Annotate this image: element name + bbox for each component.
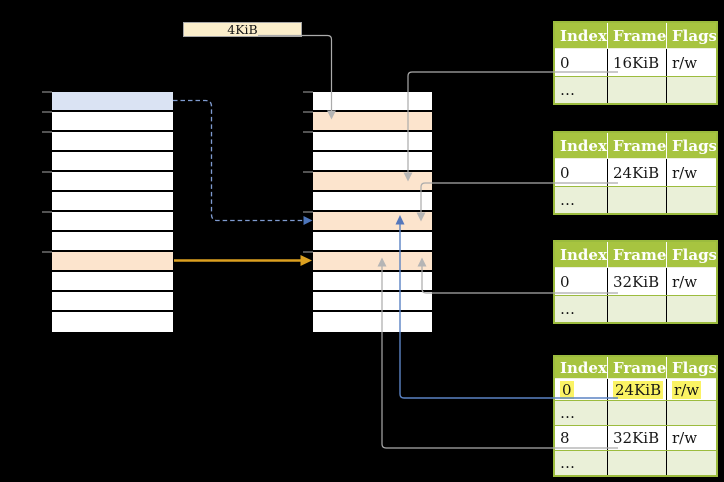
cell-frame: [607, 451, 666, 475]
frame-cell: [313, 112, 432, 132]
page-table-24kib: Index Frame Flags 0 24KiB r/w …: [553, 131, 718, 215]
page-cell: [52, 252, 173, 272]
frame-cell: [313, 292, 432, 312]
table-row-highlighted: 0 24KiB r/w: [555, 379, 716, 401]
cell-frame: 32KiB: [607, 268, 666, 295]
table-row: 8 32KiB r/w: [555, 426, 716, 451]
cell-flags: [666, 77, 716, 103]
cell-frame: 24KiB: [607, 159, 666, 186]
col-header-frame: Frame: [607, 357, 666, 378]
col-header-index: Index: [560, 26, 607, 45]
arrow-orangecell-to-row9: [174, 255, 312, 266]
col-header-index: Index: [560, 358, 607, 377]
cell-flags: [666, 451, 716, 475]
cell-frame: [607, 77, 666, 103]
cell-index: …: [560, 191, 575, 209]
cell-index: 8: [560, 429, 570, 447]
frame-cell: [313, 272, 432, 292]
cell-flags: r/w: [666, 379, 716, 400]
cell-frame: [607, 401, 666, 425]
frame-cell: [313, 92, 432, 112]
table-row-ellipsis: …: [555, 451, 716, 475]
page-cell: [52, 112, 173, 132]
table-row-ellipsis: …: [555, 77, 716, 103]
frame-cell: [313, 192, 432, 212]
table-row: 0 24KiB r/w: [555, 159, 716, 187]
page-cell: [52, 172, 173, 192]
cell-flags: r/w: [666, 426, 716, 450]
table-row: 0 32KiB r/w: [555, 268, 716, 296]
table-header-row: Index Frame Flags: [555, 357, 716, 379]
col-header-index: Index: [560, 136, 607, 155]
page-size-label: 4KiB: [183, 22, 302, 37]
frame-cell: [313, 172, 432, 192]
table-row-ellipsis: …: [555, 296, 716, 322]
cell-flags: r/w: [666, 49, 716, 76]
frame-cell: [313, 312, 432, 332]
page-table-stack: [313, 92, 432, 332]
cell-frame: 16KiB: [607, 49, 666, 76]
table-row: 0 16KiB r/w: [555, 49, 716, 77]
cell-flags: r/w: [666, 268, 716, 295]
cell-index: 0: [560, 272, 570, 291]
page-cell: [52, 312, 173, 332]
page-cell: [52, 272, 173, 292]
col-header-frame: Frame: [607, 23, 666, 48]
col-header-index: Index: [560, 245, 607, 264]
frame-cell: [313, 212, 432, 232]
page-cell: [52, 92, 173, 112]
cell-flags: [666, 401, 716, 425]
page-cell: [52, 212, 173, 232]
cell-index: 0: [560, 53, 570, 72]
cell-index: …: [560, 454, 575, 472]
virtual-memory-stack: [52, 92, 173, 332]
page-cell: [52, 132, 173, 152]
table-header-row: Index Frame Flags: [555, 133, 716, 159]
cell-index: …: [560, 81, 575, 99]
cell-index: 0: [560, 163, 570, 182]
table-header-row: Index Frame Flags: [555, 23, 716, 49]
col-header-flags: Flags: [666, 242, 716, 267]
table-row-ellipsis: …: [555, 187, 716, 213]
cell-index: 0: [560, 380, 574, 399]
frame-cell: [313, 252, 432, 272]
col-header-frame: Frame: [607, 133, 666, 158]
table-row-ellipsis: …: [555, 401, 716, 426]
col-header-frame: Frame: [607, 242, 666, 267]
col-header-flags: Flags: [666, 133, 716, 158]
cell-flags: [666, 296, 716, 322]
page-table-level1: Index Frame Flags 0 24KiB r/w … 8 32KiB …: [553, 355, 718, 477]
cell-frame: [607, 296, 666, 322]
page-size-text: 4KiB: [227, 22, 258, 37]
cell-frame: 24KiB: [607, 379, 666, 400]
frame-cell: [313, 152, 432, 172]
cell-flags: r/w: [666, 159, 716, 186]
frame-cell: [313, 132, 432, 152]
page-cell: [52, 292, 173, 312]
page-table-16kib: Index Frame Flags 0 16KiB r/w …: [553, 21, 718, 105]
page-table-32kib: Index Frame Flags 0 32KiB r/w …: [553, 240, 718, 324]
arrow-bluecell-to-row7: [173, 99, 313, 225]
cell-frame: 32KiB: [607, 426, 666, 450]
table-header-row: Index Frame Flags: [555, 242, 716, 268]
cell-index: …: [560, 300, 575, 318]
cell-index: …: [560, 404, 575, 422]
page-cell: [52, 152, 173, 172]
frame-cell: [313, 232, 432, 252]
page-cell: [52, 232, 173, 252]
col-header-flags: Flags: [666, 23, 716, 48]
cell-frame: [607, 187, 666, 213]
cell-flags: [666, 187, 716, 213]
page-cell: [52, 192, 173, 212]
col-header-flags: Flags: [666, 357, 716, 378]
